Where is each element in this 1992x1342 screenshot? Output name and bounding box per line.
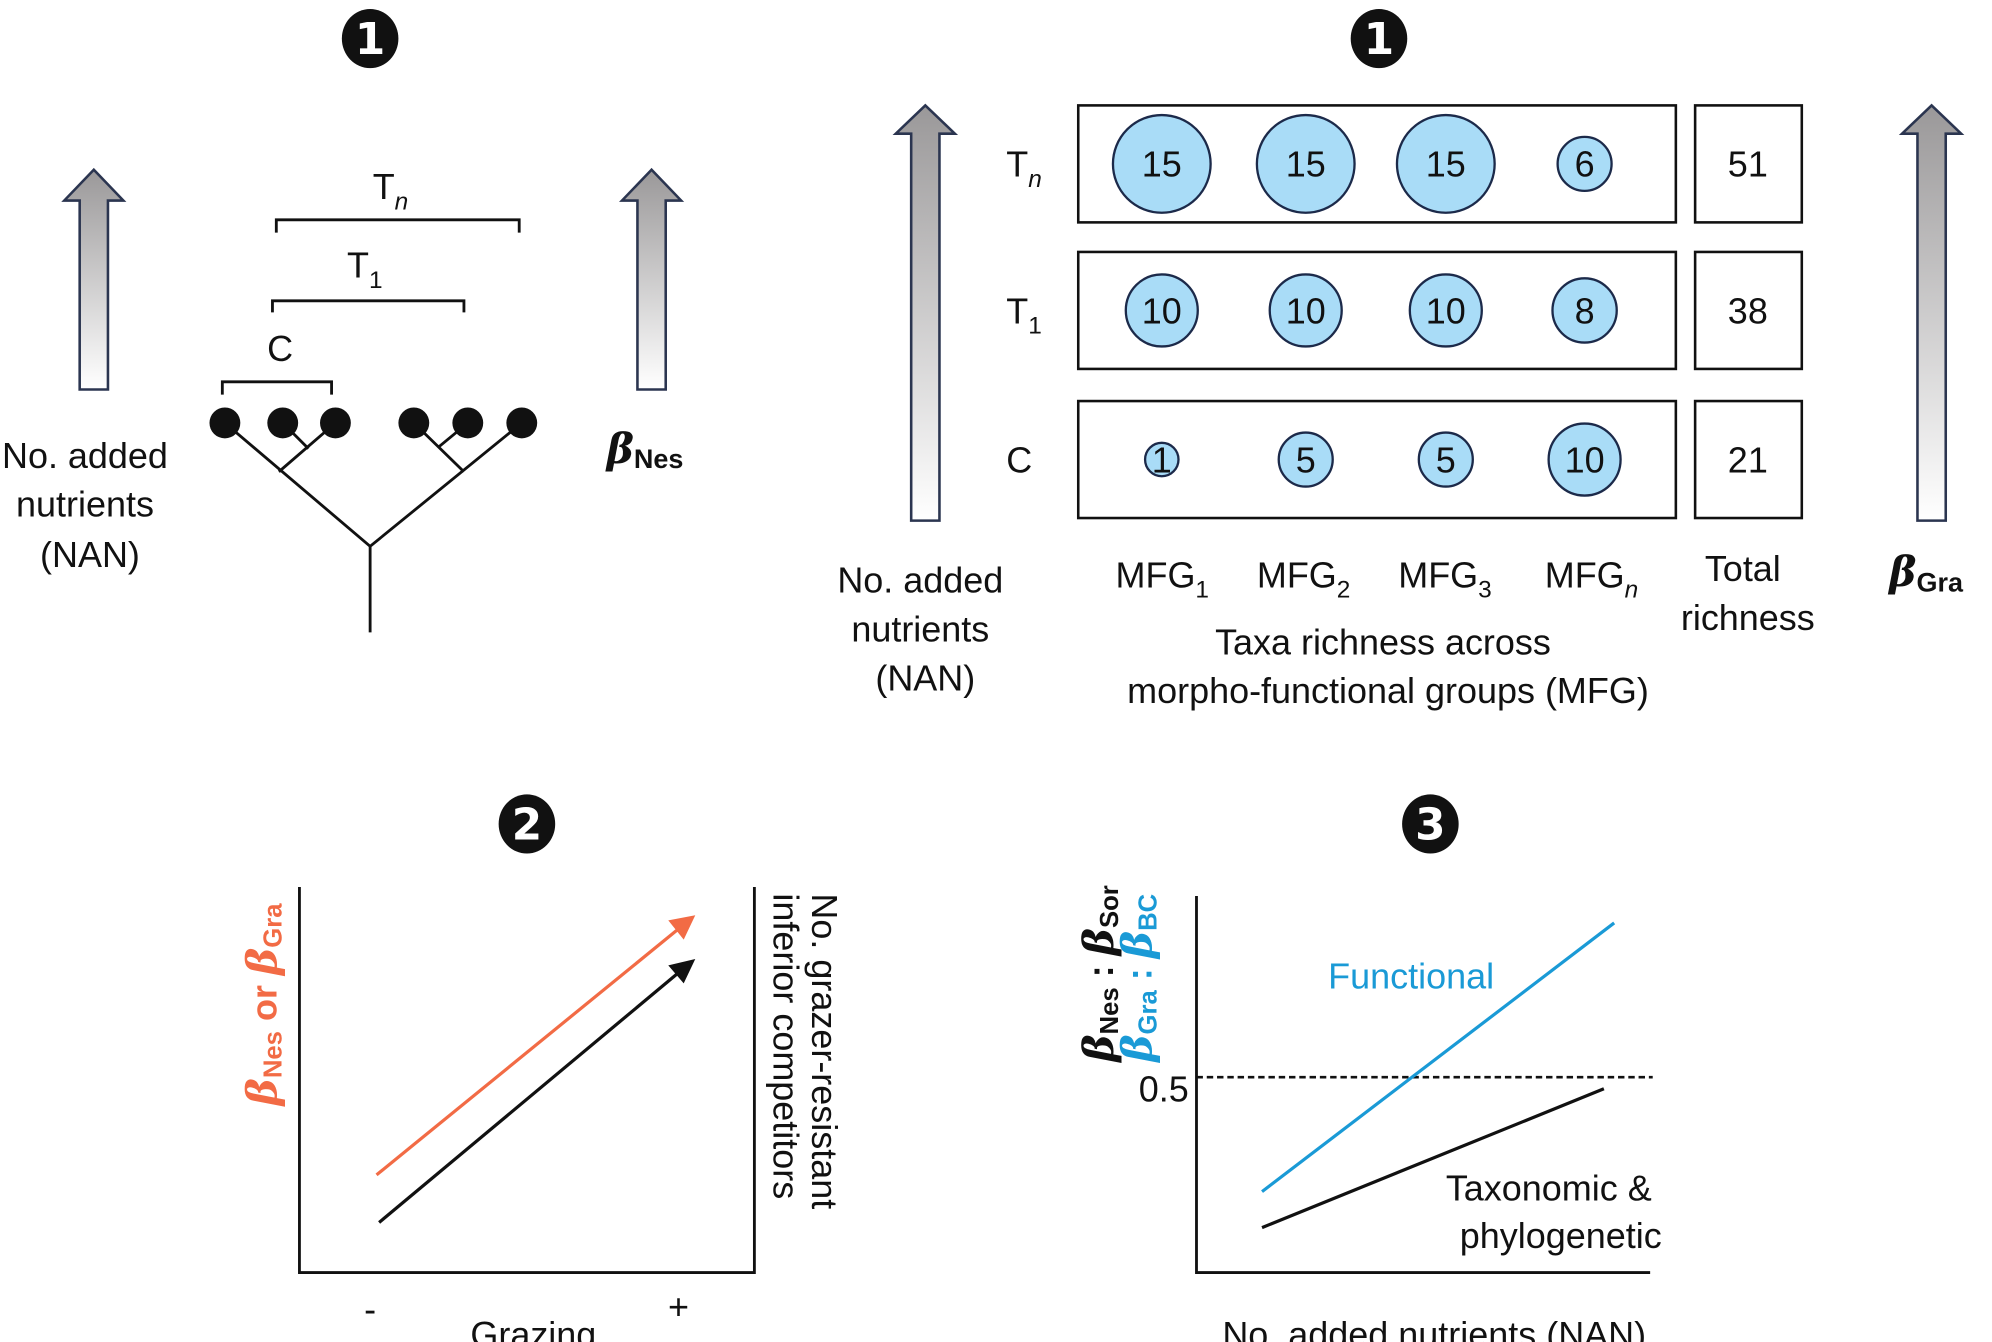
richness-row: C 1 5 5 10 21 <box>1006 399 1804 520</box>
richness-bubble <box>1547 422 1622 497</box>
badge-3: 3 <box>1402 794 1459 854</box>
richness-bubble <box>1395 113 1496 214</box>
richness-bubble <box>1111 113 1212 214</box>
nan-arrow-icon <box>61 167 127 391</box>
tree-tip <box>209 407 241 439</box>
taxonomic-label: Taxonomic & phylogenetic <box>1446 1168 1662 1257</box>
svg-text:1: 1 <box>355 14 385 65</box>
row-label: T1 <box>1006 290 1042 339</box>
total-box <box>1693 399 1804 520</box>
panel-1-phylogeny: 1 No. added nutrients (NAN) Tn T1 C βNes <box>2 8 685 633</box>
panel-3-ylabel-functional: βGra : βBC <box>1113 894 1163 1064</box>
beta-gra-label: βGra <box>1887 547 1964 597</box>
beta-trend-arrow <box>375 925 683 1177</box>
nan-label: No. added nutrients (NAN) <box>837 560 1013 699</box>
bracket-c <box>220 380 333 395</box>
phylogenetic-tree <box>209 407 538 633</box>
nan-label: No. added nutrients (NAN) <box>2 435 178 575</box>
richness-value: 8 <box>1575 290 1595 331</box>
row-label: C <box>1006 439 1032 480</box>
bracket-tn-label: Tn <box>373 166 409 215</box>
richness-value: 10 <box>1426 290 1466 331</box>
richness-row: Tn 15 15 15 6 51 <box>1006 104 1804 224</box>
bracket-tn <box>274 218 521 233</box>
taxa-richness-axis-label: Taxa richness across morpho-functional g… <box>1127 621 1649 711</box>
panel-2-axes <box>298 886 756 1275</box>
tree-tip <box>320 407 351 439</box>
beta-gra-arrow-icon <box>1898 103 1965 522</box>
row-label: Tn <box>1006 144 1042 193</box>
richness-bubble <box>1551 277 1618 344</box>
taxonomic-line <box>1261 1087 1605 1230</box>
svg-text:3: 3 <box>1415 799 1445 850</box>
richness-bubble <box>1277 431 1334 488</box>
nan-arrow-icon <box>892 103 959 522</box>
panel-2-ylabel: βNes or βGra <box>237 903 287 1108</box>
column-label-mfg1: MFG1 <box>1116 554 1209 603</box>
total-box <box>1693 104 1804 224</box>
richness-value: 15 <box>1142 144 1182 185</box>
x-plus-label: + <box>668 1286 689 1327</box>
tree-tip <box>452 407 484 439</box>
richness-row: T1 10 10 10 8 38 <box>1006 250 1804 371</box>
total-value: 51 <box>1728 144 1768 185</box>
panel-2-right-label: No. grazer-resistant inferior competitor… <box>766 893 846 1219</box>
panel-2-xlabel: Grazing <box>470 1314 596 1342</box>
richness-bubble <box>1124 273 1199 348</box>
richness-value: 5 <box>1436 439 1456 480</box>
svg-text:1: 1 <box>1364 14 1394 65</box>
badge-2: 2 <box>498 794 556 854</box>
richness-bubble <box>1255 113 1356 214</box>
richness-value: 1 <box>1152 439 1172 480</box>
tree-tip <box>398 407 430 439</box>
panel-3-xlabel: No. added nutrients (NAN) <box>1222 1314 1646 1342</box>
panel-2-grazing: 2 βNes or βGra No. grazer-resistant infe… <box>237 794 845 1342</box>
column-labels: MFG1 MFG2 MFG3 MFGn <box>1116 554 1639 603</box>
richness-bubble <box>1268 273 1343 348</box>
panel-3-nutrients: 3 0.5 Functional Taxonomic & phylogeneti… <box>1074 794 1662 1342</box>
tree-tip <box>267 407 299 439</box>
beta-nes-arrow-icon <box>619 167 685 391</box>
total-box <box>1693 250 1804 371</box>
richness-value: 5 <box>1296 439 1316 480</box>
badge-1-right: 1 <box>1350 8 1408 69</box>
column-label-mfgn: MFGn <box>1545 554 1638 603</box>
total-richness-label: Total richness <box>1681 548 1815 638</box>
richness-value: 6 <box>1575 144 1595 185</box>
column-label-mfg3: MFG3 <box>1398 554 1491 603</box>
svg-text:2: 2 <box>512 799 542 850</box>
richness-value: 10 <box>1565 439 1605 480</box>
functional-line <box>1261 921 1616 1193</box>
beta-nes-label: βNes <box>605 424 684 474</box>
bracket-t1-label: T1 <box>347 245 383 294</box>
column-label-mfg2: MFG2 <box>1257 554 1350 603</box>
richness-value: 10 <box>1142 290 1182 331</box>
richness-value: 15 <box>1286 144 1326 185</box>
richness-value: 15 <box>1426 144 1466 185</box>
richness-bubble <box>1143 441 1180 478</box>
richness-bubble <box>1556 135 1613 193</box>
bracket-t1 <box>271 299 466 313</box>
tree-tip <box>506 407 538 439</box>
richness-bubble <box>1417 431 1474 488</box>
panel-3-axes <box>1195 895 1651 1275</box>
richness-value: 10 <box>1286 290 1326 331</box>
beta-trend-arrowhead-icon <box>668 915 696 940</box>
badge-1-left: 1 <box>341 8 399 69</box>
total-value: 21 <box>1728 439 1768 480</box>
competitors-trend-arrow <box>378 969 683 1224</box>
competitors-trend-arrowhead-icon <box>668 958 696 984</box>
bracket-c-label: C <box>267 328 293 369</box>
panel-3-ylabel-taxonomic: βNes : βSor <box>1074 885 1124 1064</box>
richness-bubble <box>1408 273 1483 348</box>
tick-label: 0.5 <box>1139 1069 1189 1110</box>
functional-label: Functional <box>1328 956 1494 997</box>
total-value: 38 <box>1728 290 1768 331</box>
x-minus-label: - <box>364 1288 376 1329</box>
